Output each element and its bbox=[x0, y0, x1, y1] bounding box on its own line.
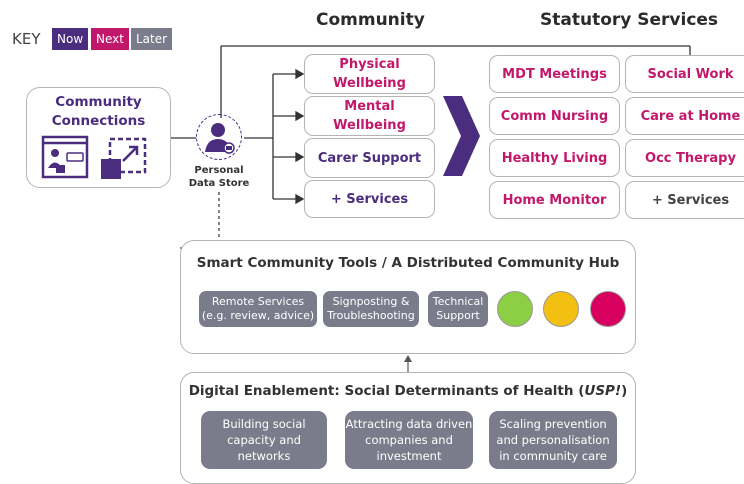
occ-therapy-label: Occ Therapy bbox=[645, 150, 736, 166]
connections-icon bbox=[41, 135, 147, 179]
community-more-services-label: + Services bbox=[330, 191, 409, 207]
scaling-line2: and personalisation bbox=[496, 433, 610, 447]
social-work-box: Social Work bbox=[625, 55, 744, 93]
building-line2: capacity and bbox=[227, 433, 301, 447]
care-at-home-label: Care at Home bbox=[640, 108, 741, 124]
key-label: KEY bbox=[12, 30, 41, 48]
statutory-header: Statutory Services bbox=[540, 10, 719, 30]
mental-line1: Mental bbox=[344, 99, 395, 114]
digital-enablement-title: Digital Enablement: Social Determinants … bbox=[181, 383, 635, 399]
key-next-chip: Next bbox=[91, 28, 129, 50]
attracting-data-companies-pill: Attracting data driven companies and inv… bbox=[345, 411, 473, 469]
building-line1: Building social bbox=[222, 417, 306, 431]
community-connections-line2: Connections bbox=[51, 113, 146, 129]
remote-services-pill: Remote Services (e.g. review, advice) bbox=[199, 291, 317, 327]
personal-data-store-label: Personal Data Store bbox=[184, 164, 254, 190]
remote-services-line2: (e.g. review, advice) bbox=[201, 309, 315, 322]
signposting-pill: Signposting & Troubleshooting bbox=[323, 291, 419, 327]
digital-title-usp: USP! bbox=[584, 383, 622, 399]
community-header: Community bbox=[316, 10, 425, 30]
home-monitor-box: Home Monitor bbox=[489, 181, 620, 219]
statutory-more-services-box: + Services bbox=[625, 181, 744, 219]
smart-tools-panel: Smart Community Tools / A Distributed Co… bbox=[180, 240, 636, 354]
occ-therapy-box: Occ Therapy bbox=[625, 139, 744, 177]
signposting-line1: Signposting & bbox=[332, 295, 410, 308]
key-later-chip: Later bbox=[131, 28, 173, 50]
magenta-circle bbox=[590, 291, 626, 327]
carer-support-label: Carer Support bbox=[317, 150, 422, 166]
person-icon bbox=[205, 123, 235, 154]
attracting-line2: companies and bbox=[365, 433, 453, 447]
scaling-line3: in community care bbox=[499, 449, 607, 463]
physical-line1: Physical bbox=[339, 57, 400, 72]
digital-enablement-panel: Digital Enablement: Social Determinants … bbox=[180, 372, 636, 484]
scaling-line1: Scaling prevention bbox=[499, 417, 607, 431]
care-at-home-box: Care at Home bbox=[625, 97, 744, 135]
technical-support-pill: Technical Support bbox=[428, 291, 488, 327]
comm-nursing-box: Comm Nursing bbox=[489, 97, 620, 135]
physical-line2: Wellbeing bbox=[333, 76, 406, 91]
digital-title-main: Digital Enablement: Social Determinants … bbox=[188, 383, 585, 399]
community-more-services-box: + Services bbox=[304, 180, 435, 218]
scaling-prevention-pill: Scaling prevention and personalisation i… bbox=[489, 411, 617, 469]
social-work-label: Social Work bbox=[647, 66, 734, 82]
yellow-circle bbox=[543, 291, 579, 327]
building-social-capacity-pill: Building social capacity and networks bbox=[201, 411, 327, 469]
carer-support-box: Carer Support bbox=[304, 138, 435, 178]
attracting-line3: investment bbox=[376, 449, 442, 463]
community-connections-line1: Community bbox=[55, 94, 142, 110]
community-connections-box: Community Connections bbox=[26, 87, 171, 188]
digital-title-end: ) bbox=[621, 383, 628, 399]
mental-line2: Wellbeing bbox=[333, 118, 406, 133]
mdt-meetings-label: MDT Meetings bbox=[502, 66, 607, 82]
attracting-line1: Attracting data driven bbox=[345, 417, 473, 431]
signposting-line2: Troubleshooting bbox=[327, 309, 415, 322]
personal-data-store-avatar bbox=[196, 114, 242, 160]
key-now-chip: Now bbox=[52, 28, 89, 50]
comm-nursing-label: Comm Nursing bbox=[500, 108, 609, 124]
building-line3: networks bbox=[237, 449, 291, 463]
technical-line2: Support bbox=[436, 309, 480, 322]
flow-arrow-icon bbox=[443, 96, 480, 176]
pds-line1: Personal bbox=[194, 165, 244, 176]
remote-services-line1: Remote Services bbox=[211, 295, 305, 308]
mdt-meetings-box: MDT Meetings bbox=[489, 55, 620, 93]
healthy-living-label: Healthy Living bbox=[501, 150, 608, 166]
pds-line2: Data Store bbox=[188, 178, 250, 189]
mental-wellbeing-box: Mental Wellbeing bbox=[304, 96, 435, 136]
technical-line1: Technical bbox=[432, 295, 484, 308]
home-monitor-label: Home Monitor bbox=[502, 192, 607, 208]
green-circle bbox=[497, 291, 533, 327]
statutory-more-services-label: + Services bbox=[651, 192, 730, 208]
smart-tools-title: Smart Community Tools / A Distributed Co… bbox=[196, 255, 620, 271]
physical-wellbeing-box: Physical Wellbeing bbox=[304, 54, 435, 94]
healthy-living-box: Healthy Living bbox=[489, 139, 620, 177]
